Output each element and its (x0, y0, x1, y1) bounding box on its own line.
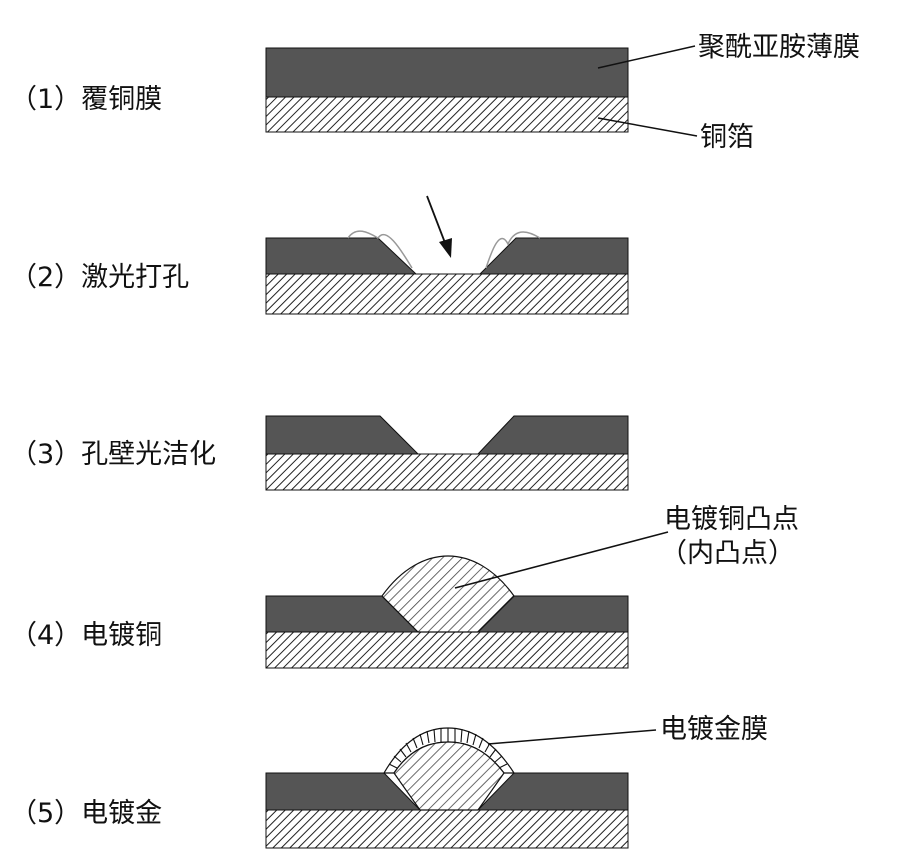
copper-bump (393, 741, 505, 811)
polyimide-leader-line (597, 45, 696, 69)
laser-arrow-shaft (426, 195, 448, 249)
step-label: （3）孔壁光洁化 (10, 439, 216, 470)
step-3: （3）孔壁光洁化 (10, 415, 629, 491)
smoke-right (485, 231, 541, 269)
step-2: （2）激光打孔 (10, 195, 629, 315)
step-label: （5）电镀金 (10, 798, 162, 829)
step-label: （1）覆铜膜 (10, 84, 162, 115)
step-5: 电镀金膜 （5）电镀金 (10, 714, 768, 849)
copper-foil-layer (265, 273, 629, 315)
step-4: 电镀铜凸点 （内凸点） （4）电镀铜 (10, 504, 799, 669)
copper-bump-label: 电镀铜凸点 (664, 504, 799, 535)
gold-film-label: 电镀金膜 (660, 714, 768, 745)
copper-bump (381, 555, 515, 633)
copper-foil-layer (265, 809, 629, 849)
step-label: （4）电镀铜 (10, 620, 162, 651)
step-1: （1）覆铜膜 聚酰亚胺薄膜 铜箔 (10, 32, 860, 153)
polyimide-film-label: 聚酰亚胺薄膜 (698, 32, 860, 63)
laser-arrow-head (439, 238, 452, 258)
copper-foil-layer (265, 453, 629, 491)
gold-film-leader-line (487, 729, 657, 745)
copper-foil-leader-line (597, 117, 698, 137)
copper-foil-label: 铜箔 (700, 122, 754, 153)
copper-foil-layer (265, 96, 629, 133)
copper-foil-layer (265, 631, 629, 669)
copper-bump-sublabel: （内凸点） (660, 538, 795, 569)
copper-bump-leader-line (454, 531, 669, 589)
step-label: （2）激光打孔 (10, 262, 189, 293)
smoke-left (347, 230, 413, 269)
polyimide-layer (265, 47, 629, 98)
polyimide-layer (265, 415, 629, 455)
